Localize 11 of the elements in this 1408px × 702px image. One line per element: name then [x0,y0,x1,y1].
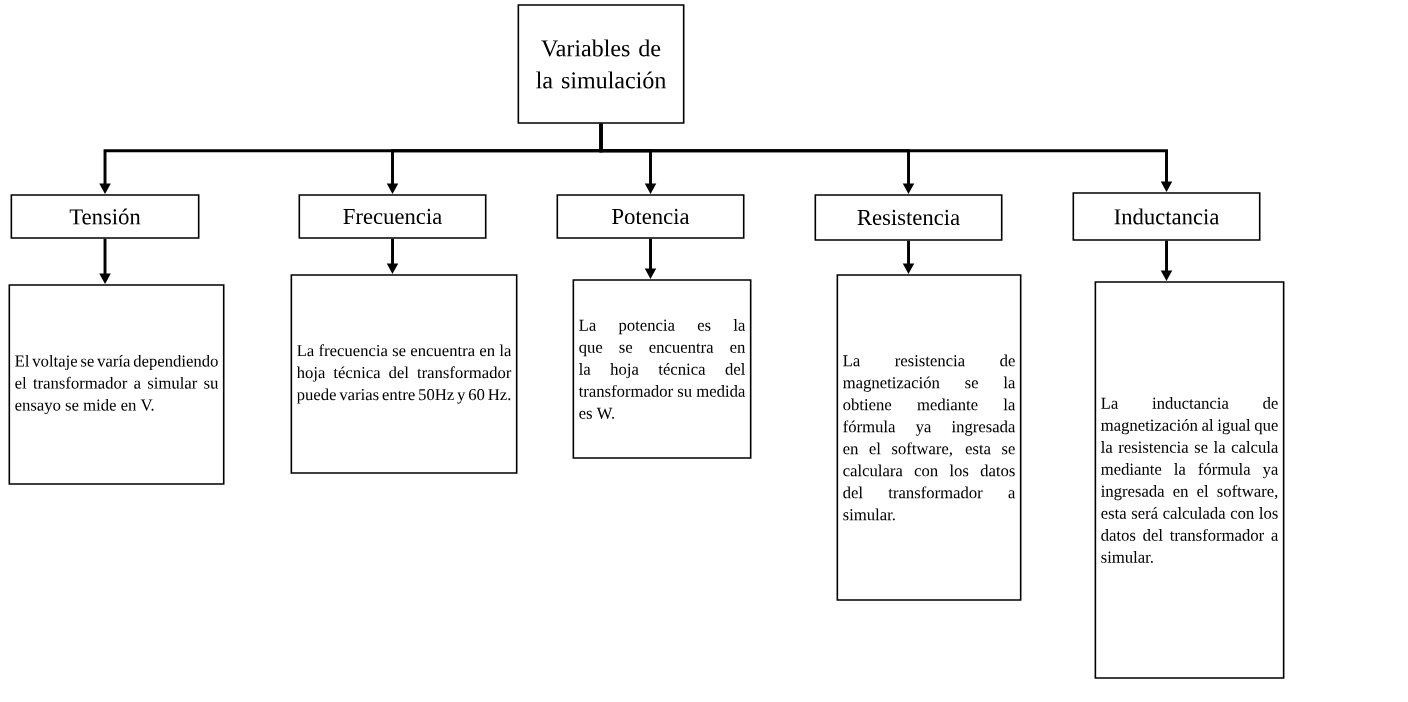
description-box: El voltaje se varía dependiendo el transformador a simular su ensayo se mide en V. [8,284,225,485]
category-box: Resistencia [814,194,1003,241]
description-box: La potencia es la que se encuentra en la hoja técnica del transformador su medida es W. [572,279,752,459]
category-box: Inductancia [1072,192,1261,241]
description-box: La frecuencia se encuentra en la hoja técnica del transformador puede varias entre 50Hz y 60 Hz. [290,274,518,474]
description-box: La inductancia de magnetización al igual que la resistencia se la calcula mediante la fórmula ya ingresada en el software, esta será calculada con los datos del transformador a simular. [1094,281,1285,679]
category-box: Potencia [556,194,745,239]
category-box: Frecuencia [298,194,487,239]
title-box: Variables de la simulación [517,4,685,124]
category-box: Tensión [10,194,200,239]
description-box: La resistencia de magnetización se la obtiene mediante la fórmula ya ingresada en el software, esta se calculara con los datos del transformador a simular. [836,274,1022,601]
